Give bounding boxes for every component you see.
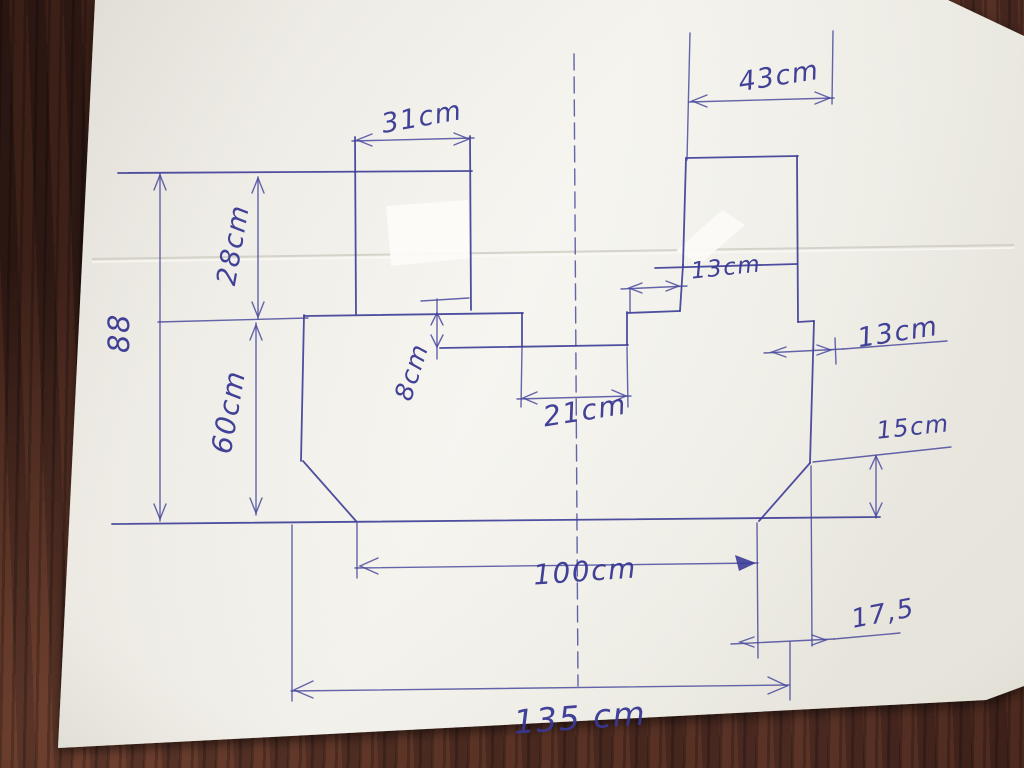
dim-100cm: 100cm [354, 522, 759, 659]
dim-15cm: 15cm [812, 409, 952, 519]
shape-outline [111, 135, 881, 525]
correction-patch-left [386, 200, 471, 266]
paper-fold-crease [91, 244, 1015, 263]
dim-135cm: 135 cm [290, 524, 791, 742]
dim-label-88: 88 [102, 313, 136, 353]
dim-88: 88 [102, 173, 167, 522]
correction-patch-right [676, 210, 745, 264]
dim-label-100cm: 100cm [532, 551, 638, 591]
dim-label-135cm: 135 cm [512, 693, 647, 741]
center-axis-line [573, 53, 579, 687]
